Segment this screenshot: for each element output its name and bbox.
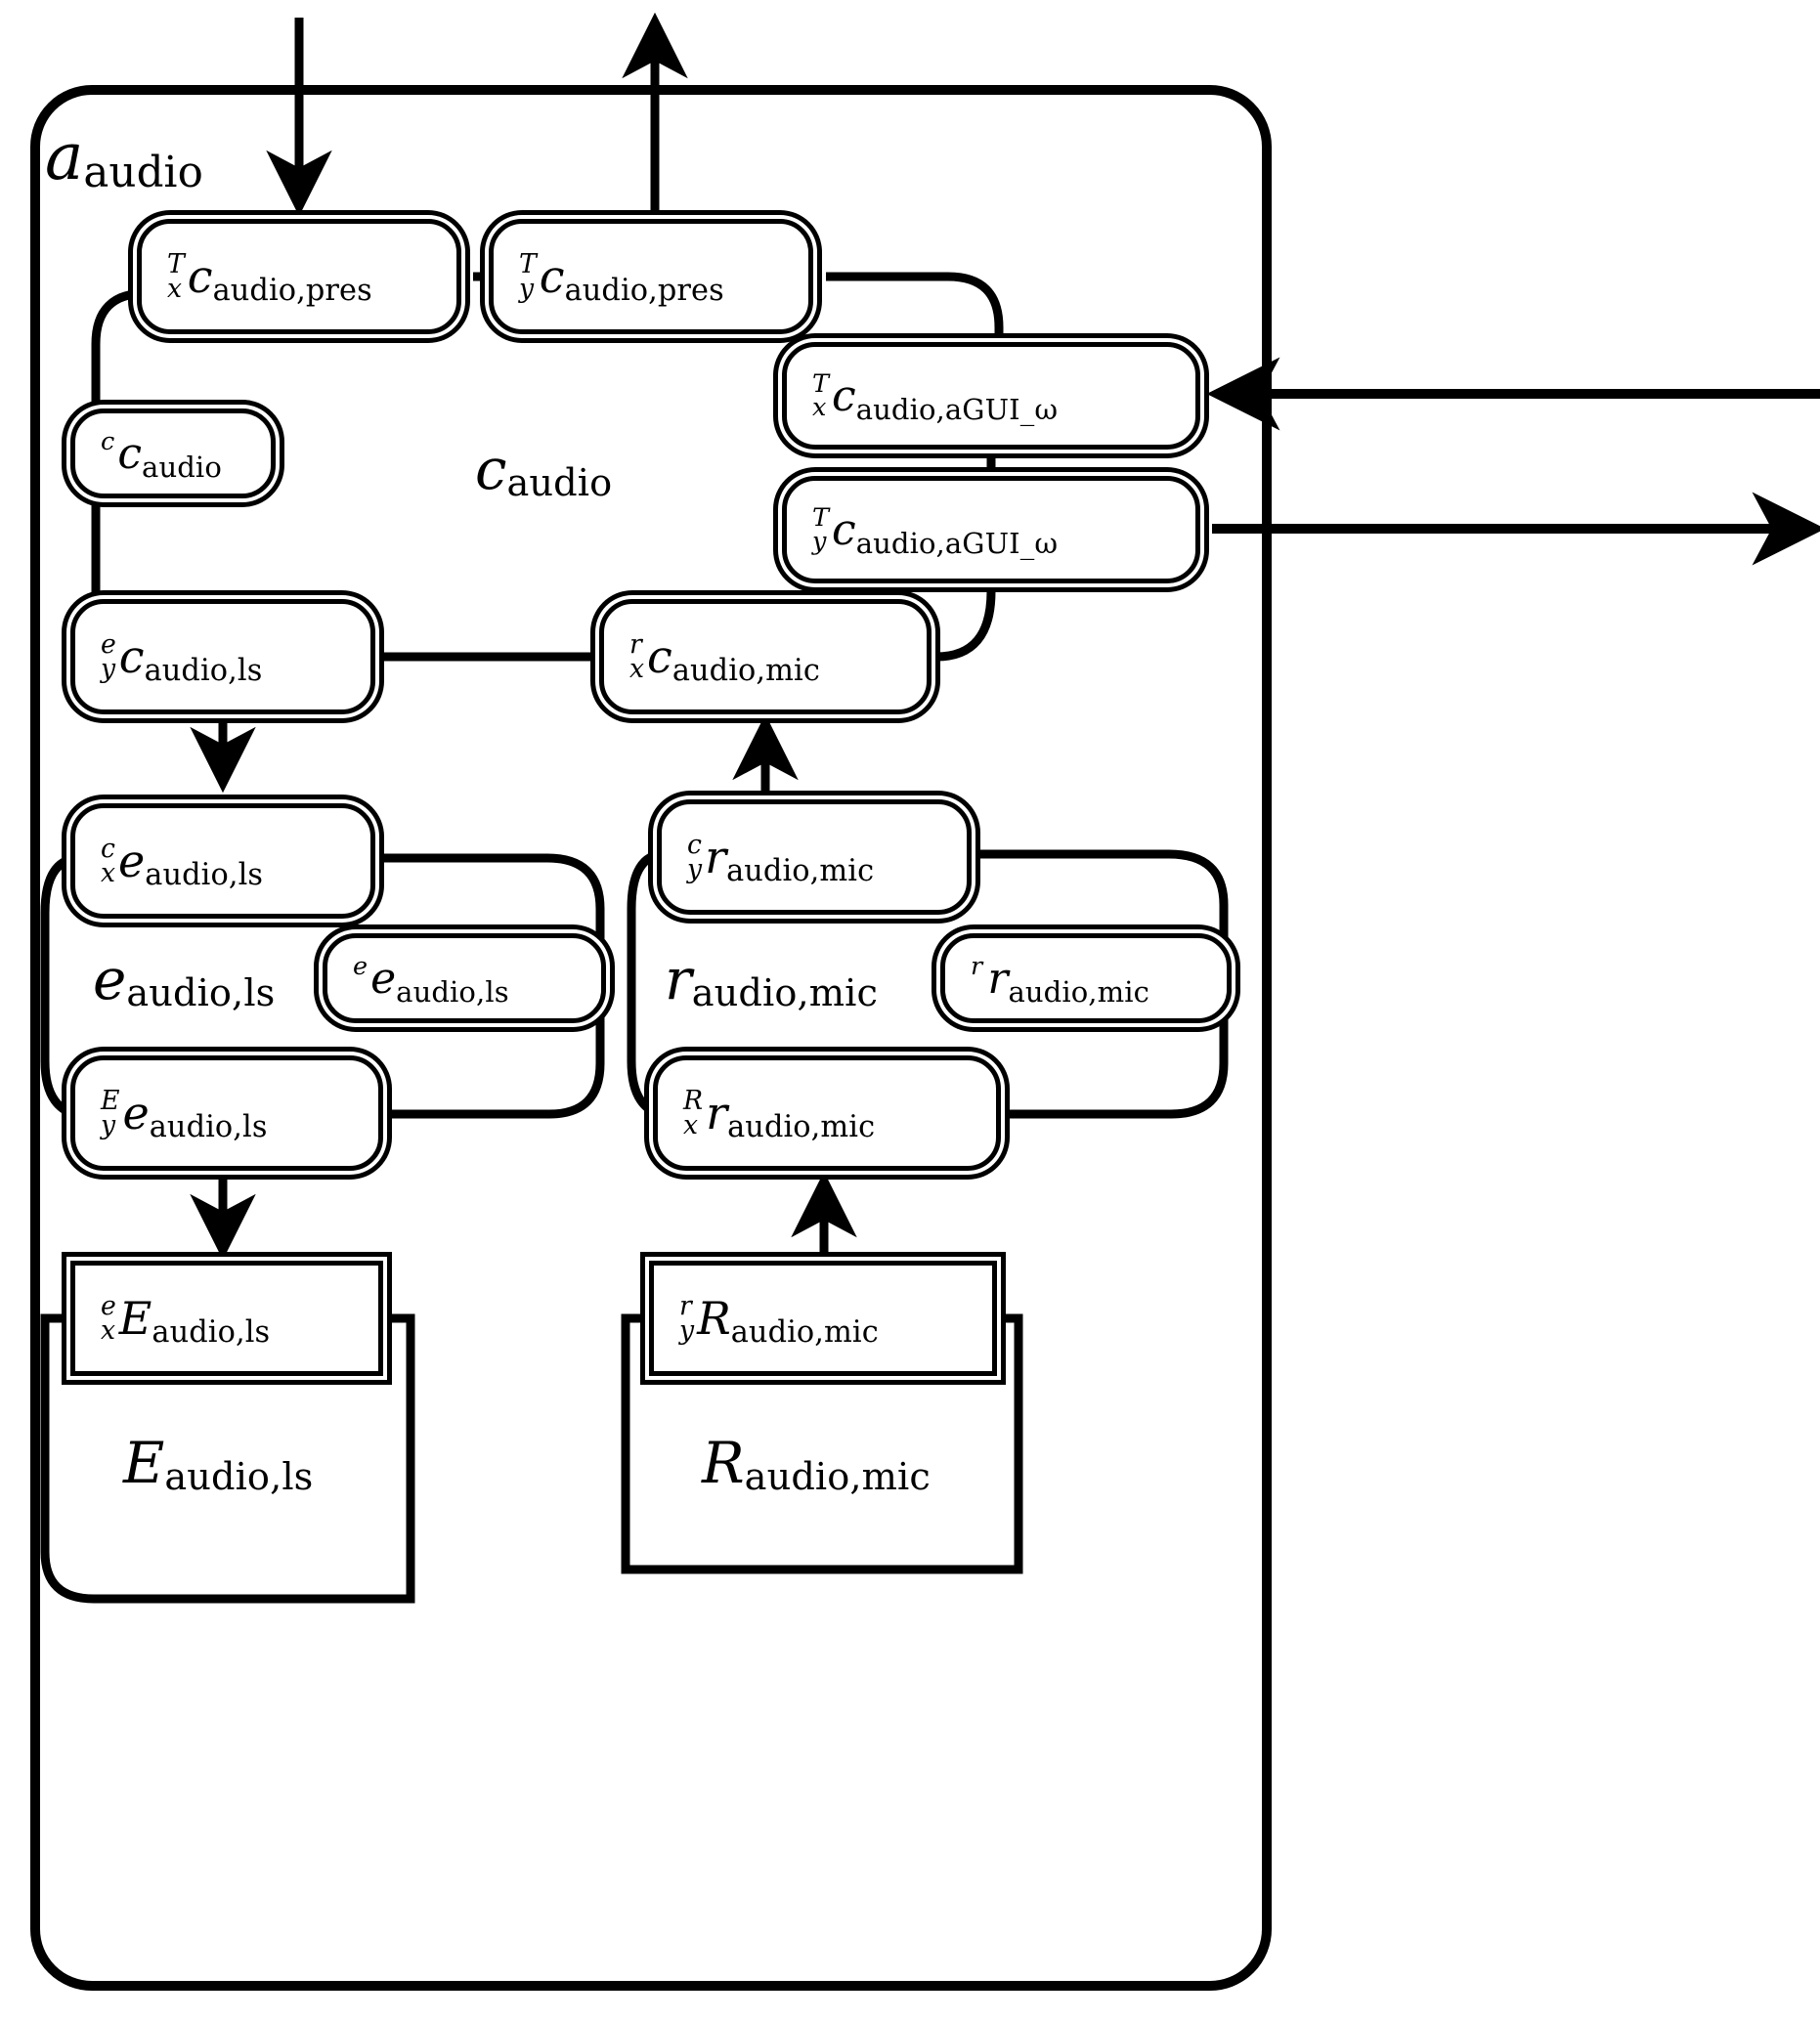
label-c-audio: caudio: [475, 436, 613, 505]
label-e-audio-ls: eaudio,ls: [93, 946, 276, 1015]
node-c-c-audio[interactable]: cxcaudio: [70, 408, 276, 498]
label-R-audio-mic: Raudio,mic: [702, 1430, 931, 1499]
node-e-e-audio-ls[interactable]: exeaudio,ls: [323, 933, 606, 1023]
edge-typres-txagui: [826, 272, 1004, 342]
label-E-audio-ls: Eaudio,ls: [123, 1430, 314, 1499]
outer-container-label: aaudio: [45, 119, 203, 197]
container-E-audio-ls: [40, 1313, 415, 1604]
node-r-r-audio-mic[interactable]: rxraudio,mic: [940, 933, 1232, 1023]
edge-cxels-left-eyels: [40, 853, 91, 1123]
container-R-audio-mic: [621, 1313, 1023, 1574]
edge-txpres-rail: [91, 288, 148, 661]
label-r-audio-mic: raudio,mic: [665, 946, 878, 1015]
edge-tyagui-rxcmic: [932, 590, 996, 662]
